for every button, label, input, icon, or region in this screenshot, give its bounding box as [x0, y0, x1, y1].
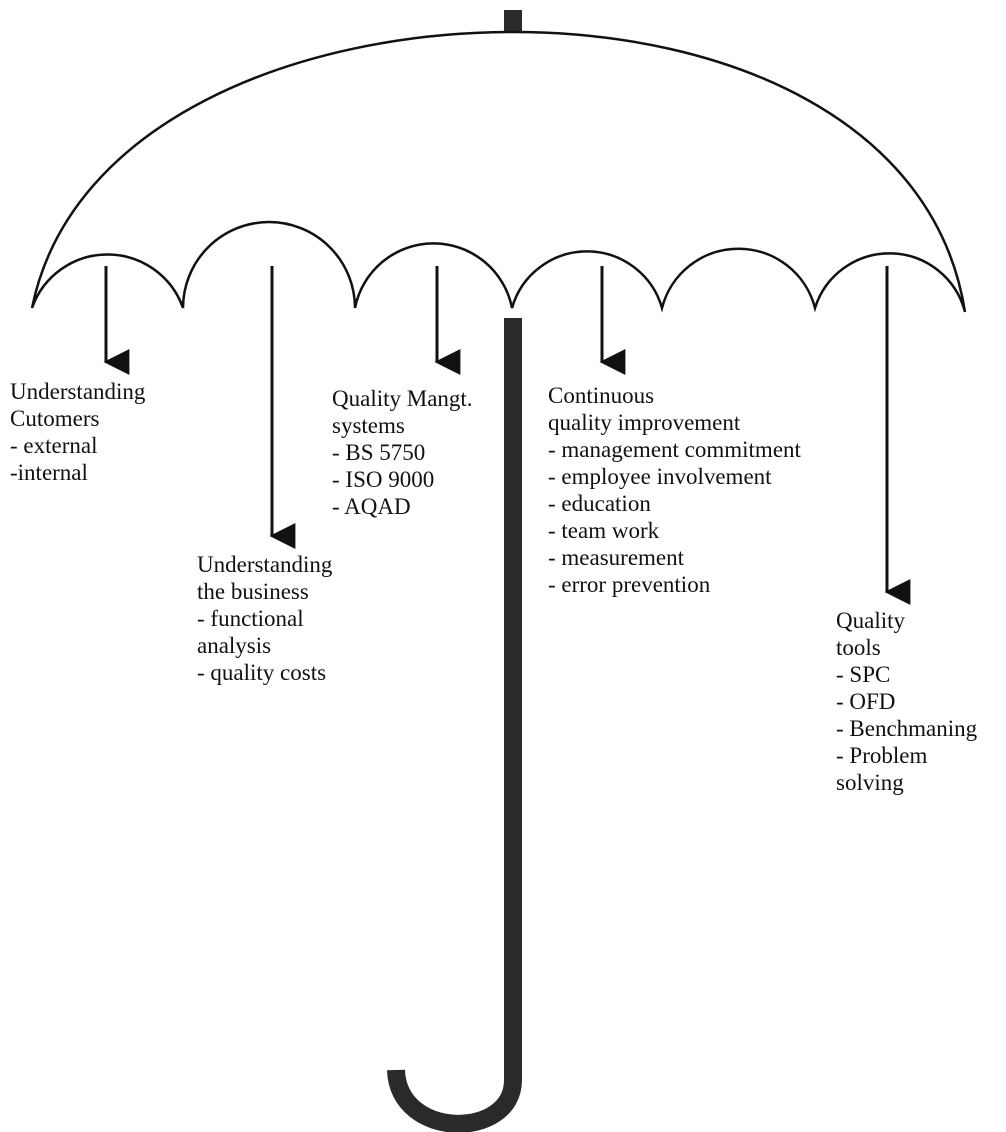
label-understanding-customers: Understanding Cutomers - external -inter…	[10, 378, 145, 486]
label-line: quality improvement	[548, 410, 741, 435]
label-line: Quality Mangt.	[332, 386, 473, 411]
umbrella-canopy	[30, 30, 967, 313]
label-line: Quality	[836, 608, 905, 633]
label-line: solving	[836, 770, 904, 795]
label-line: - functional	[197, 606, 304, 631]
label-line: Understanding	[197, 552, 333, 577]
label-line: - Benchmaning	[836, 716, 978, 741]
label-line: - BS 5750	[332, 440, 426, 465]
label-line: - Problem	[836, 743, 928, 768]
label-line: - AQAD	[332, 494, 411, 519]
label-line: - OFD	[836, 689, 896, 714]
label-line: systems	[332, 413, 405, 438]
umbrella-tip	[504, 10, 522, 37]
label-line: - error prevention	[548, 572, 711, 597]
label-line: - management commitment	[548, 437, 801, 462]
label-line: - ISO 9000	[332, 467, 435, 492]
label-line: Understanding	[10, 379, 146, 404]
label-line: - employee involvement	[548, 464, 772, 489]
label-line: - quality costs	[197, 660, 327, 685]
label-line: the business	[197, 579, 309, 604]
label-line: analysis	[197, 633, 272, 658]
label-quality-tools: Quality tools - SPC - OFD - Benchmaning …	[836, 607, 977, 796]
label-line: -internal	[10, 460, 88, 485]
label-line: - SPC	[836, 662, 891, 687]
label-line: - measurement	[548, 545, 685, 570]
label-line: - team work	[548, 518, 660, 543]
label-line: Cutomers	[10, 406, 100, 431]
label-continuous-quality-improvement: Continuous quality improvement - managem…	[548, 382, 801, 598]
umbrella-handle	[387, 318, 522, 1132]
label-understanding-business: Understanding the business - functional …	[197, 551, 332, 686]
label-line: Continuous	[548, 383, 655, 408]
label-line: tools	[836, 635, 881, 660]
label-line: - external	[10, 433, 98, 458]
label-line: - education	[548, 491, 651, 516]
label-quality-management-systems: Quality Mangt. systems - BS 5750 - ISO 9…	[332, 385, 473, 520]
